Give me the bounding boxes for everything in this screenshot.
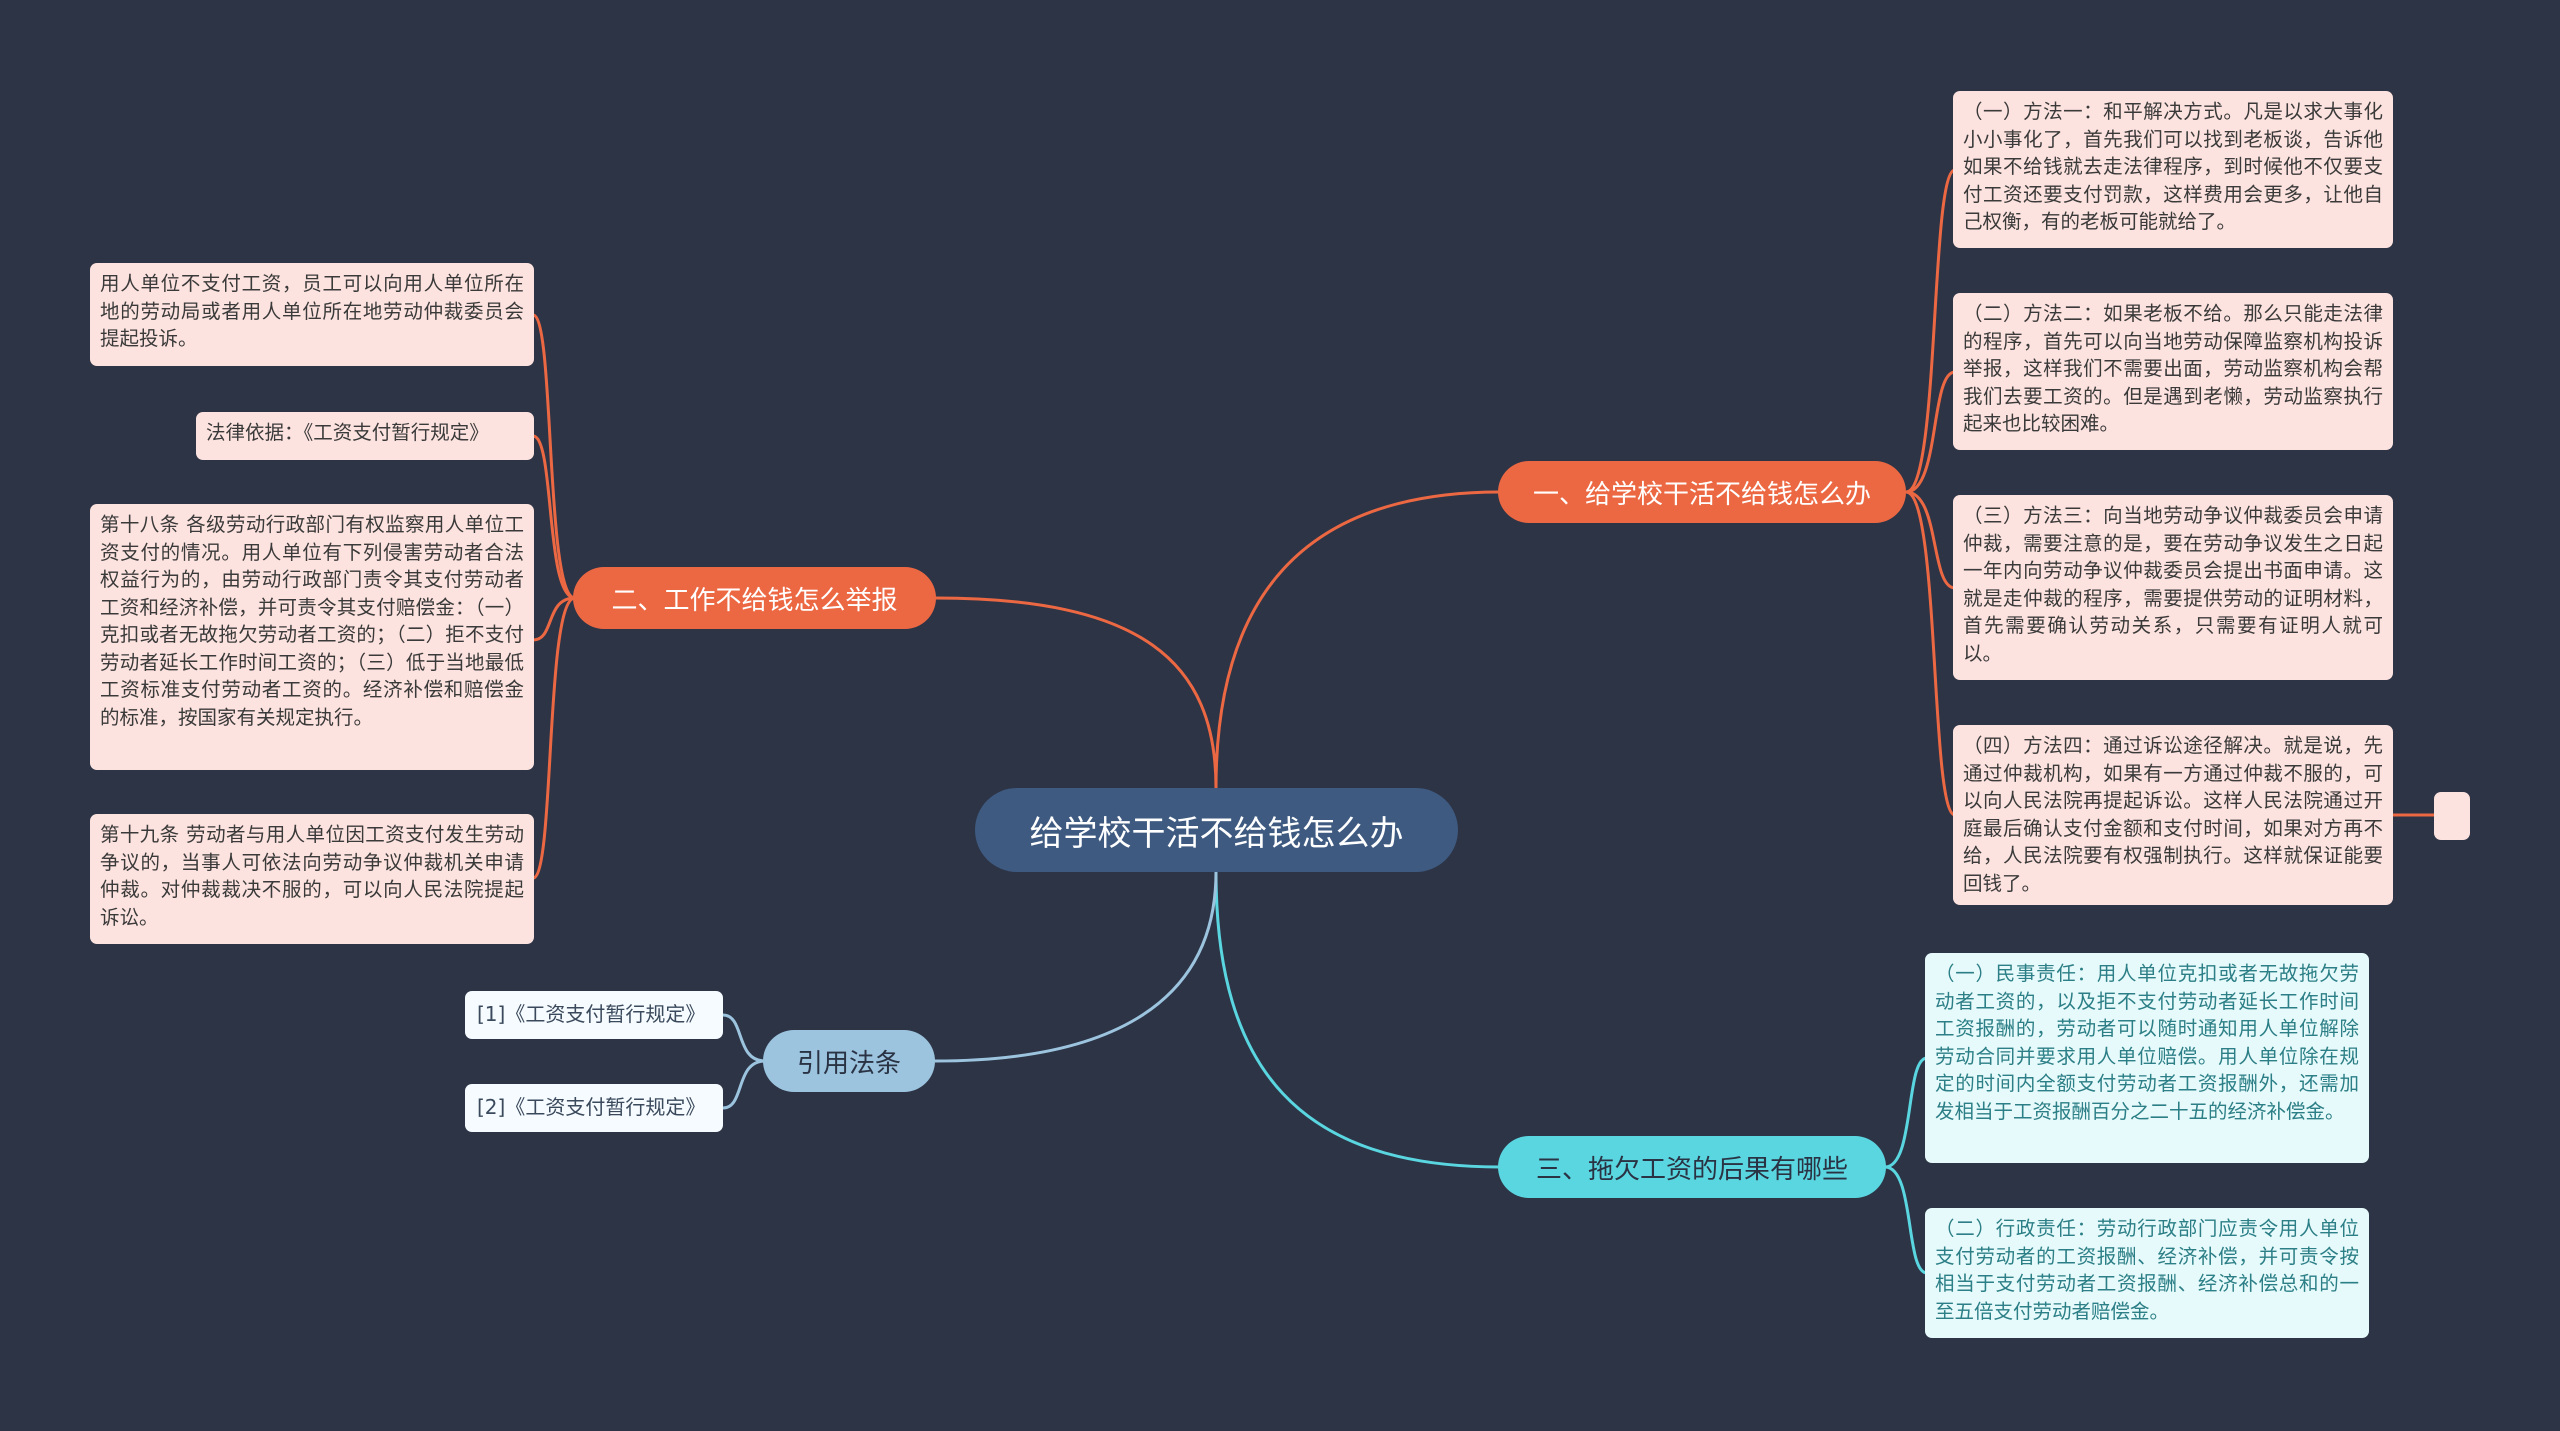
link-b2-leaf2 xyxy=(531,434,577,600)
branch-2-leaf-4[interactable]: 第十九条 劳动者与用人单位因工资支付发生劳动争议的，当事人可依法向劳动争议仲裁机… xyxy=(90,814,534,944)
link-b2-leaf1 xyxy=(531,313,577,600)
link-b1-leaf4 xyxy=(1904,490,1957,817)
link-b1-leaf3 xyxy=(1904,490,1957,590)
link-b4-leaf1 xyxy=(721,1013,767,1063)
link-b1-leaf2 xyxy=(1904,370,1957,494)
branch-label: 三、拖欠工资的后果有哪些 xyxy=(1535,1154,1848,1185)
branch-1-leaf-2[interactable]: （二）方法二：如果老板不给。那么只能走法律的程序，首先可以向当地劳动保障监察机构… xyxy=(1953,293,2393,450)
branch-label: 引用法条 xyxy=(796,1048,901,1079)
branch-3-leaf-2[interactable]: （二）行政责任：劳动行政部门应责令用人单位支付劳动者的工资报酬、经济补偿，并可责… xyxy=(1925,1208,2369,1338)
branch-4-leaf-1[interactable]: [1]《工资支付暂行规定》 xyxy=(465,991,723,1039)
link-b1-leaf1 xyxy=(1904,168,1957,494)
link-b4-leaf2 xyxy=(721,1059,767,1110)
link-root-b3 xyxy=(1214,870,1502,1169)
branch-1-leaf-4[interactable]: （四）方法四：通过诉讼途径解决。就是说，先通过仲裁机构，如果有一方通过仲裁不服的… xyxy=(1953,725,2393,905)
branch-2-leaf-3[interactable]: 第十八条 各级劳动行政部门有权监察用人单位工资支付的情况。用人单位有下列侵害劳动… xyxy=(90,504,534,770)
branch-1-leaf-3[interactable]: （三）方法三：向当地劳动争议仲裁委员会申请仲裁，需要注意的是，要在劳动争议发生之… xyxy=(1953,495,2393,680)
branch-3-leaf-1[interactable]: （一）民事责任：用人单位克扣或者无故拖欠劳动者工资的，以及拒不支付劳动者延长工作… xyxy=(1925,953,2369,1163)
link-b2-leaf4 xyxy=(531,596,577,880)
branch-2-leaf-2[interactable]: 法律依据：《工资支付暂行规定》 xyxy=(196,412,534,460)
branch-1-leaf-1[interactable]: （一）方法一：和平解决方式。凡是以求大事化小小事化了，首先我们可以找到老板谈，告… xyxy=(1953,91,2393,248)
link-root-b4 xyxy=(933,870,1218,1063)
collapsed-child-stub[interactable] xyxy=(2434,792,2470,840)
link-root-b1 xyxy=(1214,490,1502,790)
root-label: 给学校干活不给钱怎么办 xyxy=(1029,813,1404,854)
link-b2-leaf3 xyxy=(531,596,577,642)
branch-2-leaf-1[interactable]: 用人单位不支付工资，员工可以向用人单位所在地的劳动局或者用人单位所在地劳动仲裁委… xyxy=(90,263,534,366)
branch-3-node[interactable]: 三、拖欠工资的后果有哪些 xyxy=(1498,1136,1886,1198)
branch-4-leaf-2[interactable]: [2]《工资支付暂行规定》 xyxy=(465,1084,723,1132)
link-b3-leaf1 xyxy=(1883,1056,1929,1169)
branch-4-node[interactable]: 引用法条 xyxy=(763,1030,935,1092)
root-node[interactable]: 给学校干活不给钱怎么办 xyxy=(975,788,1458,872)
branch-label: 二、工作不给钱怎么举报 xyxy=(611,585,898,616)
branch-1-node[interactable]: 一、给学校干活不给钱怎么办 xyxy=(1498,461,1906,523)
branch-2-node[interactable]: 二、工作不给钱怎么举报 xyxy=(573,567,936,629)
branch-label: 一、给学校干活不给钱怎么办 xyxy=(1532,479,1871,510)
link-root-b2 xyxy=(933,596,1218,790)
link-b3-leaf2 xyxy=(1883,1165,1929,1275)
